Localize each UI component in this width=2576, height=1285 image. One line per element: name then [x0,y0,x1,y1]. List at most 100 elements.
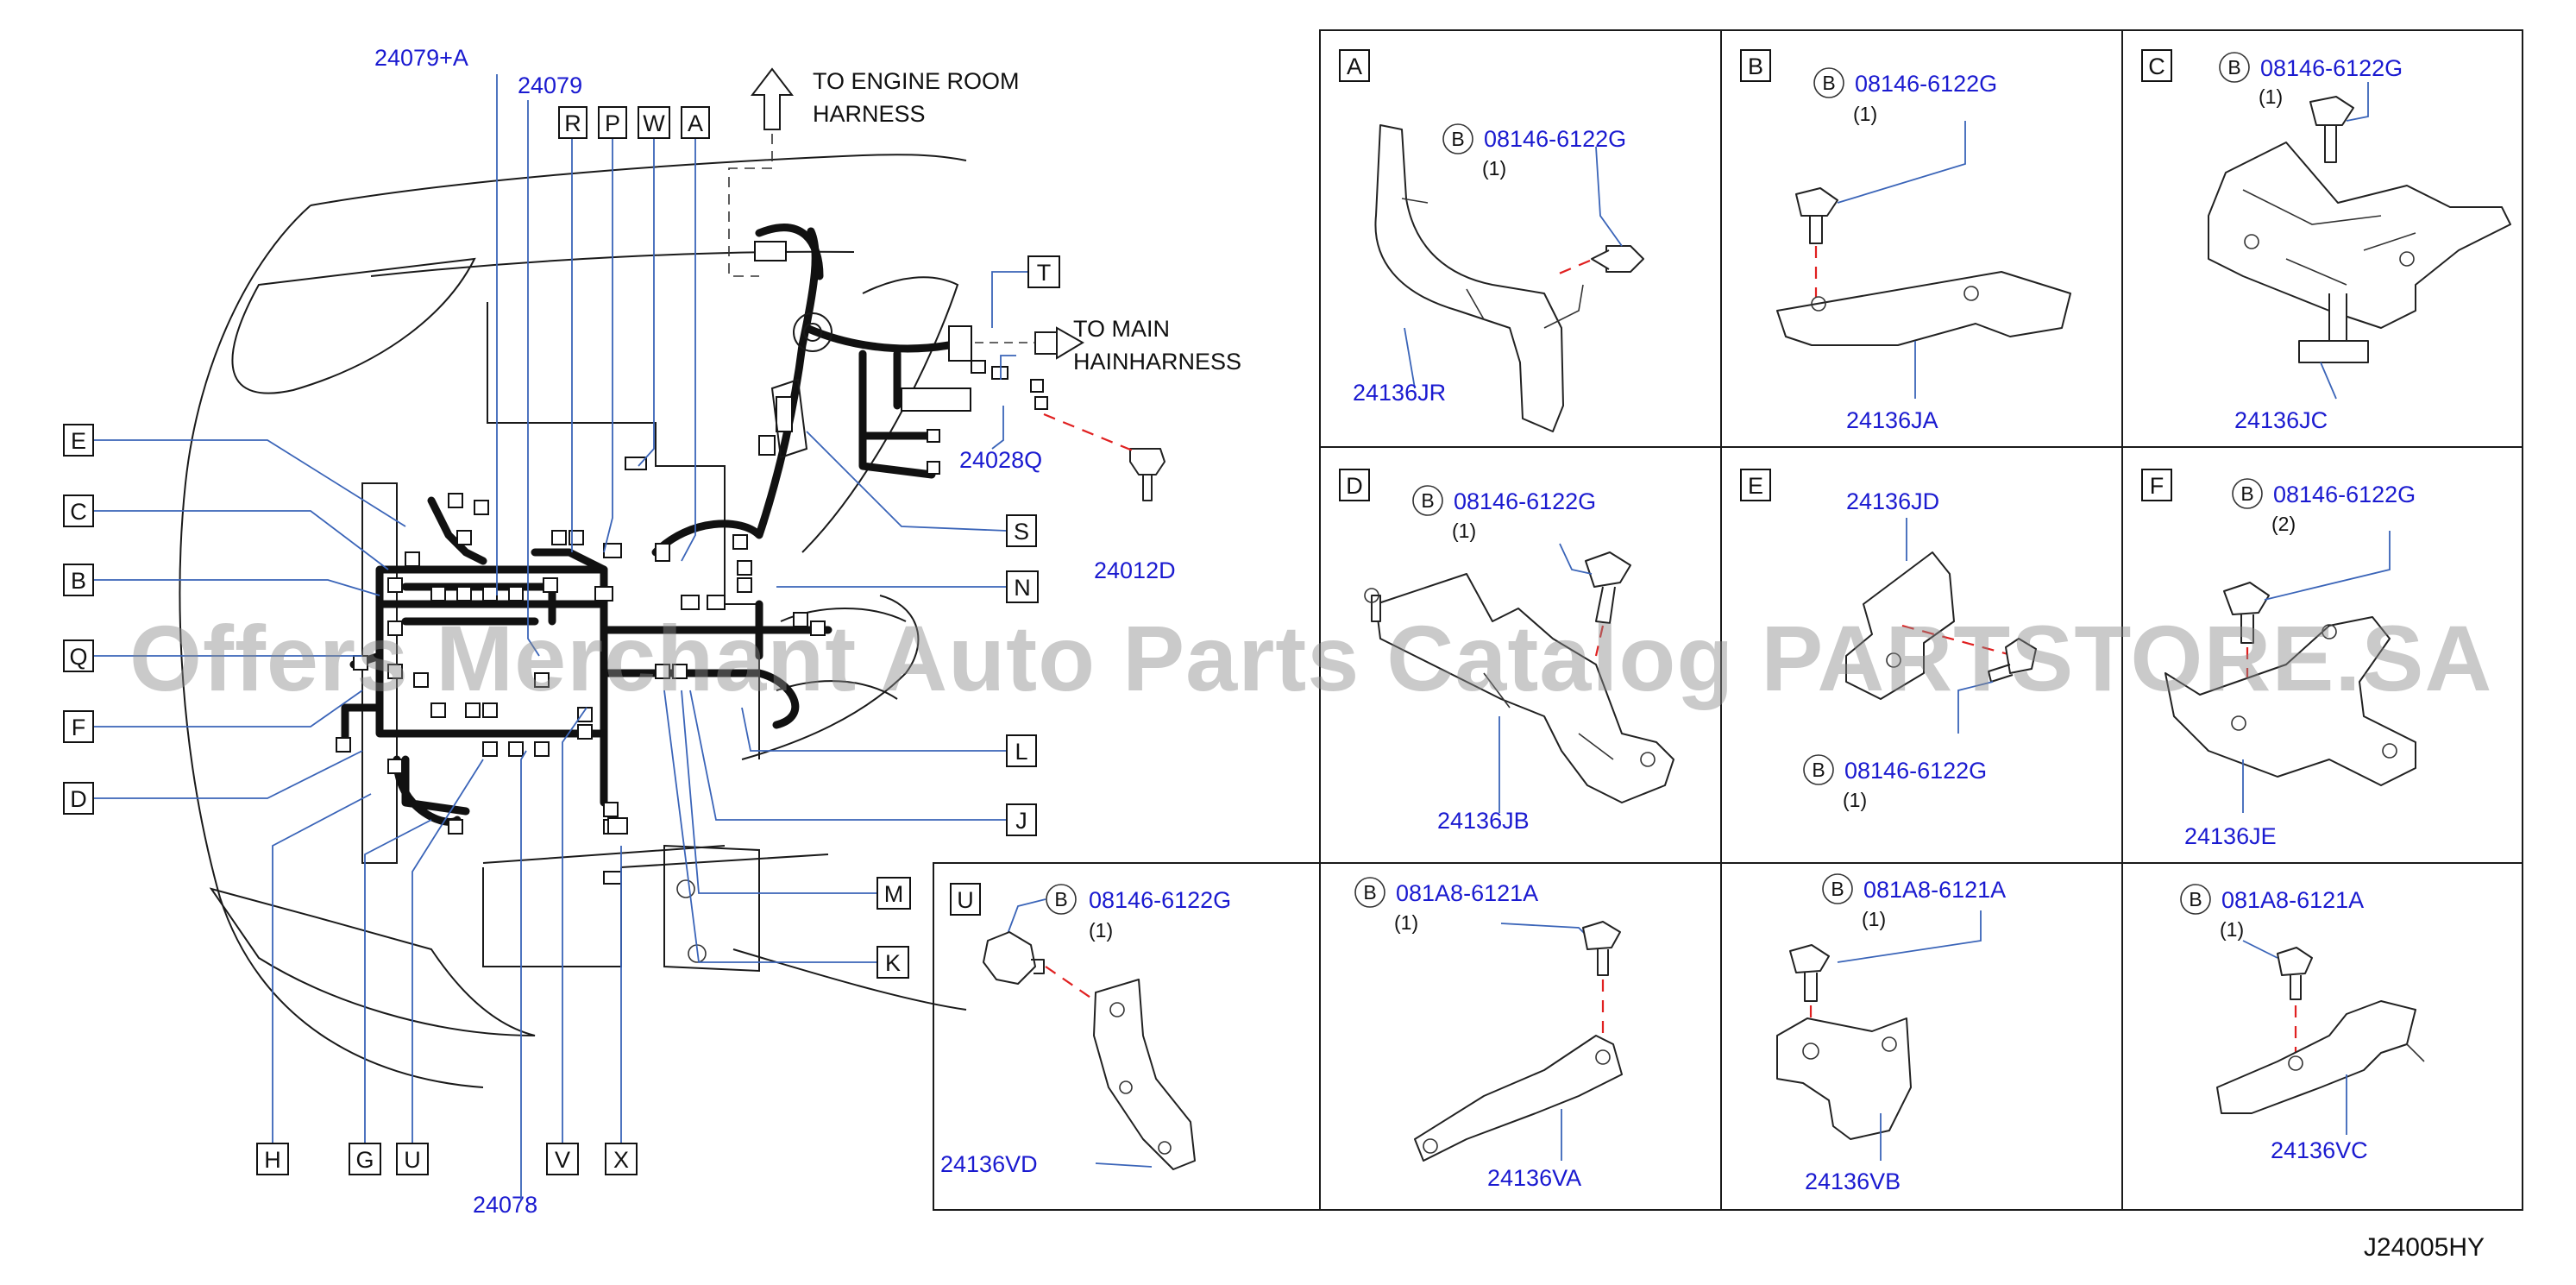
cell-vc-bolt-head [2277,947,2313,1000]
left-letter-boxes: E C B Q F D [63,424,94,815]
top-letter-boxes: R P W A [558,106,710,139]
cell-vc-bolt: 081A8-6121A [2221,887,2364,913]
cell-vc-qty: (1) [2220,918,2244,941]
label-24028q: 24028Q [959,447,1042,473]
harness-lower-loop [393,729,608,826]
cell-b-qty: (1) [1853,103,1877,125]
cell-a-bolt: 08146-6122G [1484,126,1626,152]
harness-upper-loop [755,224,824,280]
detail-cell-d: D B 08146-6122G (1) 24136JB [1339,469,1674,834]
cell-vb-bolt-head [1789,944,1830,1002]
left-vent [231,257,476,394]
relay-block [770,378,808,459]
label-24079a: 24079+A [374,45,468,71]
right-dash [801,276,959,553]
grid-lines [1319,30,2523,1210]
harness-right-run [600,600,800,729]
watermark-text: Offers Merchant Auto Parts Catalog PARTS… [129,606,2492,710]
bracket-24136jr [1374,124,1564,432]
cell-u-bolt: 08146-6122G [1089,887,1231,913]
cell-vb-bolt: 081A8-6121A [1863,877,2006,903]
cell-a-letter: A [1347,54,1362,79]
cell-u-qty: (1) [1089,919,1113,942]
to-engine-line2: HARNESS [813,101,926,127]
cell-u-letter: U [957,887,974,913]
detail-cell-b: B B 08146-6122G (1) 24136JA [1740,49,2071,433]
cell-e-letter: E [1748,473,1763,499]
cell-c-bolt: 08146-6122G [2260,55,2403,81]
clip-24012d [1129,448,1165,501]
cell-vb-qty: (1) [1862,908,1886,930]
cell-va-part: 24136VA [1487,1165,1581,1191]
detail-cell-c: C B 08146-6122G (1) 24136JC [2141,49,2511,433]
cell-e-part: 24136JD [1846,488,1939,514]
cell-c-bolt-head [2309,96,2354,163]
harness-cross-bus [375,600,832,634]
cell-u-clip [983,931,1045,985]
cell-b-bolt-head [1795,187,1838,244]
letter-c: C [70,499,87,525]
cell-f-bolt-head [2223,582,2270,644]
bracket-24136ja [1776,271,2071,346]
harness-connectors [336,241,1048,885]
cell-c-letter: C [2148,54,2165,79]
detail-cell-va: B 081A8-6121A (1) 24136VA [1354,877,1623,1191]
up-arrow [750,67,795,130]
letter-x: X [613,1147,629,1173]
detail-cell-vb: B 081A8-6121A (1) 24136VB [1776,873,2006,1194]
letter-w: W [643,110,665,136]
detail-grid [933,29,2523,1211]
cell-a-bolt-tag: B [1451,128,1464,150]
leader-lines [93,74,1028,1200]
cell-vb-part: 24136VB [1805,1168,1901,1194]
cell-b-part: 24136JA [1846,407,1938,433]
main-harness-view: 24079+A 24079 24078 TO ENGINE ROOM HARNE… [63,45,1241,1218]
cell-e-bolt-head [1988,638,2037,683]
cell-f-bolt-tag: B [2240,482,2253,505]
bracket-24136vd [1093,979,1196,1170]
bracket-24136jd [1845,551,1955,700]
cell-va-qty: (1) [1394,911,1418,934]
detail-cell-u: U B 08146-6122G (1) 24136VD [940,883,1231,1177]
dashboard-outline [179,205,484,1088]
cell-f-part: 24136JE [2184,823,2277,849]
cell-e-qty: (1) [1843,789,1867,811]
dash-top-outline [310,154,967,206]
cell-c-bolt-tag: B [2227,56,2240,79]
steering-column [741,595,920,760]
center-panel [487,302,760,759]
cell-b-bolt: 08146-6122G [1855,71,1997,97]
cell-d-letter: D [1346,473,1363,499]
bottom-letter-boxes: H G U V X [256,1143,638,1175]
cell-a-part: 24136JR [1353,380,1446,406]
letter-p: P [605,110,620,136]
letter-r: R [564,110,581,136]
letter-m: M [884,881,904,907]
letter-a-top: A [688,110,703,136]
to-engine-line1: TO ENGINE ROOM [813,68,1020,94]
cell-b-letter: B [1748,54,1763,79]
letter-v: V [555,1147,570,1173]
right-letter-boxes: T S N L J M K [876,255,1060,979]
letter-s: S [1014,519,1029,545]
grommet-inner [803,323,822,342]
letter-b: B [71,568,86,594]
label-24012d: 24012D [1094,557,1176,583]
cell-f-bolt: 08146-6122G [2273,482,2416,507]
detail-cell-vc: B 081A8-6121A (1) 24136VC [2180,884,2425,1163]
cell-e-bolt-tag: B [1812,759,1825,781]
cell-d-bolt: 08146-6122G [1454,488,1596,514]
to-main-line2: HAINHARNESS [1073,349,1241,375]
harness-main-branch [802,324,953,479]
cell-va-bolt-tag: B [1363,881,1376,904]
diagram-code: J24005HY [2364,1233,2485,1262]
letter-k: K [885,950,901,976]
floor-line [482,845,967,1011]
cell-b-bolt-tag: B [1822,72,1835,94]
letter-n: N [1014,575,1031,601]
letter-t: T [1037,260,1052,286]
cell-d-part: 24136JB [1437,808,1530,834]
letter-e: E [71,428,86,454]
